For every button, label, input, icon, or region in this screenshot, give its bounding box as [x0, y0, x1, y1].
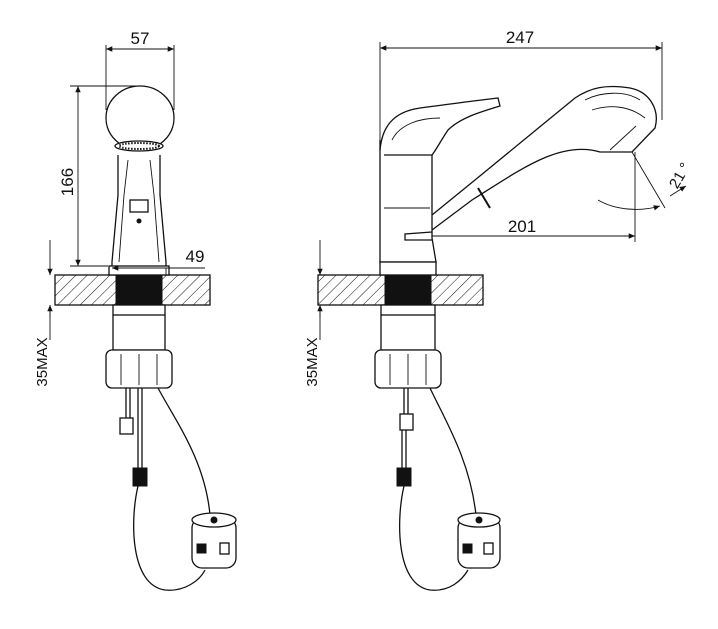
hose-weight-front	[191, 512, 237, 569]
faucet-body-side	[379, 85, 657, 276]
dim-front-height: 166	[58, 168, 77, 196]
countertop-section-front	[54, 274, 211, 306]
side-view: 247 201 21 ° 35MAX	[304, 28, 694, 591]
side-dimensions: 247 201 21 ° 35MAX	[304, 28, 694, 387]
faucet-body-front	[105, 85, 175, 276]
dim-side-mount: 35MAX	[304, 337, 321, 386]
dim-side-reach: 201	[508, 217, 536, 236]
dim-front-width: 57	[131, 29, 150, 48]
front-view: 57 166 49 35MAX	[34, 29, 237, 591]
front-dimensions: 57 166 49 35MAX	[34, 29, 205, 387]
mounting-hardware-front	[105, 304, 237, 591]
dim-side-angle: 21 °	[666, 160, 694, 192]
mounting-hardware-side	[374, 304, 501, 591]
dim-front-mount: 35MAX	[34, 337, 51, 386]
dim-front-base: 49	[186, 247, 205, 266]
countertop-section-side	[317, 274, 484, 306]
dim-side-overall-length: 247	[506, 28, 534, 47]
hose-weight-side	[457, 512, 501, 569]
